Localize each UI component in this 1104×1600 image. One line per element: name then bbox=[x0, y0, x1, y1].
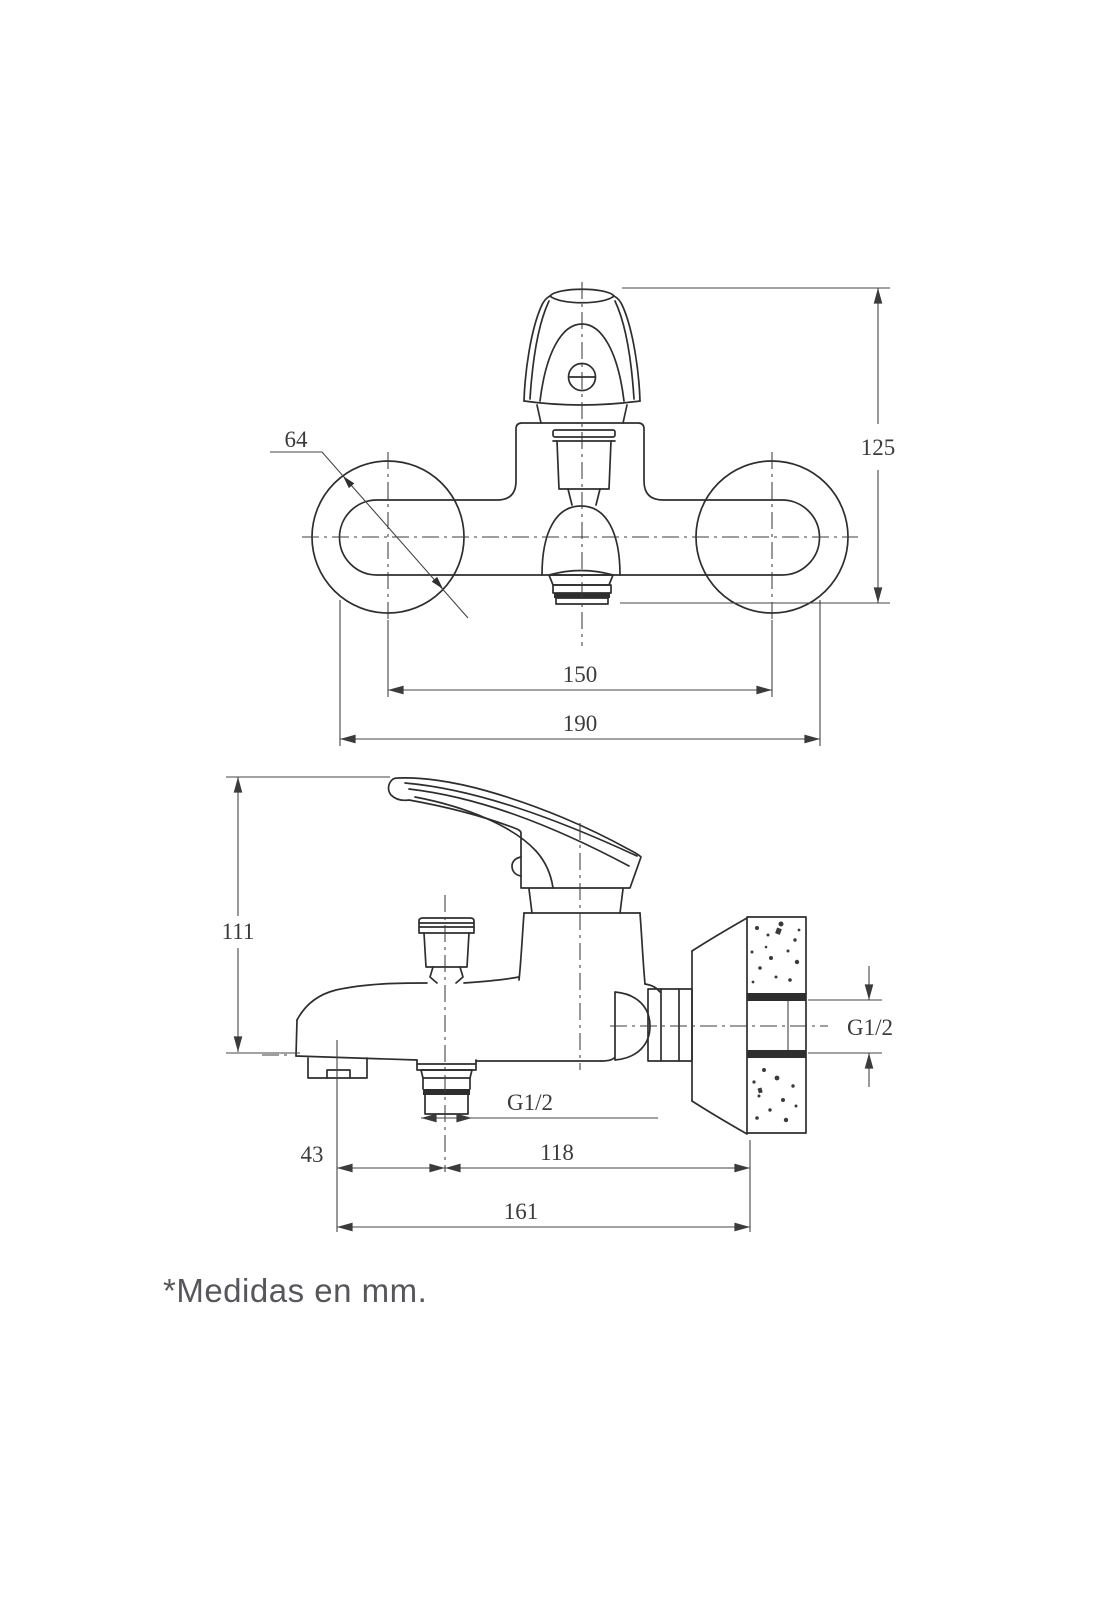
dim-label-43: 43 bbox=[301, 1142, 324, 1167]
dim-label-190: 190 bbox=[563, 711, 598, 736]
centerlines-side bbox=[262, 823, 828, 1172]
dim-label-111: 111 bbox=[222, 919, 255, 944]
lever-handle bbox=[387, 777, 642, 889]
body-neck-side bbox=[518, 888, 646, 985]
dim-label-g12-inlet: G1/2 bbox=[847, 1015, 893, 1040]
wall-section bbox=[746, 916, 807, 1134]
side-view: 111 G1/2 G1/2 43 118 161 bbox=[222, 776, 893, 1232]
hex-nut bbox=[647, 988, 693, 1062]
dim-label-118: 118 bbox=[540, 1140, 574, 1165]
dim-161: 161 bbox=[337, 1199, 751, 1232]
dim-overall-width: 190 bbox=[339, 600, 821, 746]
dim-label-125: 125 bbox=[861, 435, 896, 460]
shower-outlet bbox=[416, 1059, 477, 1115]
dim-label-161: 161 bbox=[504, 1199, 539, 1224]
dim-label-150: 150 bbox=[563, 662, 598, 687]
dim-outlet-thread: G1/2 bbox=[421, 1090, 658, 1123]
front-view: 64 125 150 190 bbox=[270, 282, 895, 746]
faucet-body-front bbox=[338, 404, 821, 576]
dim-escutcheon-diameter: 64 bbox=[270, 427, 469, 619]
dim-inlet-centers: 150 bbox=[387, 620, 773, 697]
spout-side bbox=[295, 976, 661, 1079]
diverter-knob-front bbox=[552, 429, 616, 506]
dim-43-118: 43 118 bbox=[301, 1040, 751, 1232]
wall-connection bbox=[647, 916, 807, 1135]
dim-inlet-thread: G1/2 bbox=[808, 966, 893, 1087]
spout-front bbox=[541, 505, 621, 605]
centerlines-front bbox=[302, 282, 858, 646]
dim-height-side: 111 bbox=[222, 776, 390, 1054]
dim-label-64: 64 bbox=[285, 427, 309, 452]
wall-speckles bbox=[750, 921, 801, 1123]
dim-overall-height: 125 bbox=[620, 287, 896, 604]
dim-label-g12-outlet: G1/2 bbox=[507, 1090, 553, 1115]
units-note: *Medidas en mm. bbox=[163, 1272, 427, 1309]
diverter-pull-knob bbox=[418, 917, 475, 984]
